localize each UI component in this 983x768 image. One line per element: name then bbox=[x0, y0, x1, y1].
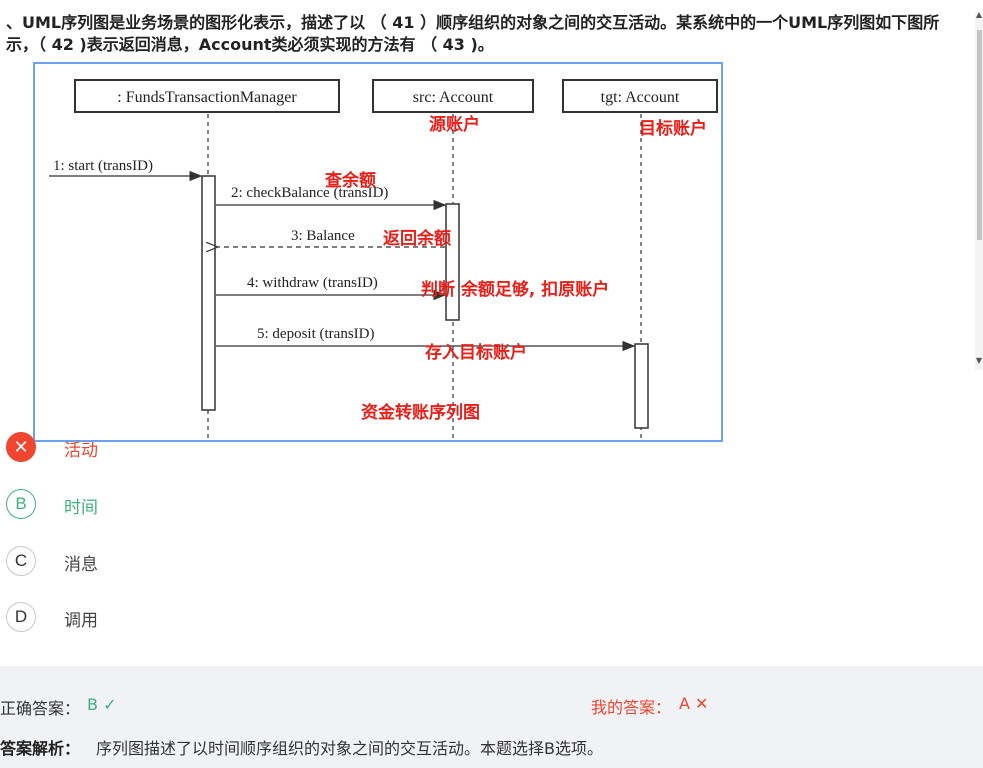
correct-answer-value: B ✓ bbox=[87, 695, 117, 714]
sequence-diagram-image: : FundsTransactionManager src: Account t… bbox=[33, 62, 723, 442]
correct-answer-label: 正确答案： bbox=[0, 699, 81, 718]
activation-manager bbox=[201, 175, 216, 411]
sequence-diagram-svg: : FundsTransactionManager src: Account t… bbox=[49, 79, 718, 440]
message-label-withdraw: 4: withdraw (transID) bbox=[247, 275, 378, 291]
option-c-letter: C bbox=[6, 546, 36, 576]
annotation-return-balance: 返回余额 bbox=[383, 228, 451, 249]
answer-panel: 正确答案： B ✓ 我的答案： A ✕ 答案解析： 序列图描述了以时间顺序组织的… bbox=[0, 666, 983, 768]
my-answer-value: A ✕ bbox=[679, 694, 709, 713]
object-box-src bbox=[372, 79, 534, 113]
my-answer-label: 我的答案： bbox=[591, 698, 672, 717]
option-c-text: 消息 bbox=[64, 555, 98, 575]
option-b-letter: B bbox=[6, 489, 36, 519]
option-d[interactable]: D 调用 bbox=[6, 602, 306, 634]
option-a[interactable]: ✕ 活动 bbox=[6, 432, 306, 464]
explanation-text: 序列图描述了以时间顺序组织的对象之间的交互活动。本题选择B选项。 bbox=[96, 739, 603, 758]
diagram-caption: 资金转账序列图 bbox=[361, 402, 480, 423]
scroll-up-icon[interactable]: ▲ bbox=[975, 10, 983, 19]
object-label-manager: : FundsTransactionManager bbox=[117, 89, 297, 106]
object-box-manager bbox=[74, 79, 340, 113]
scrollbar-thumb[interactable] bbox=[977, 30, 982, 240]
option-b-text: 时间 bbox=[64, 498, 98, 518]
annotation-target-account: 目标账户 bbox=[639, 118, 707, 139]
message-label-start: 1: start (transID) bbox=[53, 158, 153, 174]
annotation-source-account: 源账户 bbox=[429, 114, 480, 135]
message-label-checkbalance: 2: checkBalance (transID) bbox=[231, 185, 388, 201]
message-label-deposit: 5: deposit (transID) bbox=[257, 326, 374, 342]
wrong-mark-icon: ✕ bbox=[6, 432, 36, 462]
activation-src bbox=[445, 203, 460, 321]
object-box-tgt bbox=[562, 79, 718, 113]
option-a-text: 活动 bbox=[64, 441, 98, 461]
question-text: 、UML序列图是业务场景的图形化表示，描述了以 （ 41 ）顺序组织的对象之间的… bbox=[6, 13, 940, 54]
option-b[interactable]: B 时间 bbox=[6, 489, 306, 521]
activation-tgt bbox=[634, 343, 649, 429]
object-label-tgt: tgt: Account bbox=[601, 89, 680, 106]
annotation-check-balance: 查余额 bbox=[324, 170, 376, 191]
option-d-letter: D bbox=[6, 602, 36, 632]
option-c[interactable]: C 消息 bbox=[6, 546, 306, 578]
option-d-text: 调用 bbox=[64, 611, 98, 631]
explanation-label: 答案解析： bbox=[0, 739, 81, 758]
annotation-deposit-target: 存入目标账户 bbox=[425, 342, 527, 363]
message-label-balance: 3: Balance bbox=[291, 228, 355, 244]
scroll-down-icon[interactable]: ▼ bbox=[975, 356, 983, 365]
object-label-src: src: Account bbox=[413, 89, 494, 106]
annotation-deduct: 判断 余额足够, 扣原账户 bbox=[421, 279, 609, 300]
